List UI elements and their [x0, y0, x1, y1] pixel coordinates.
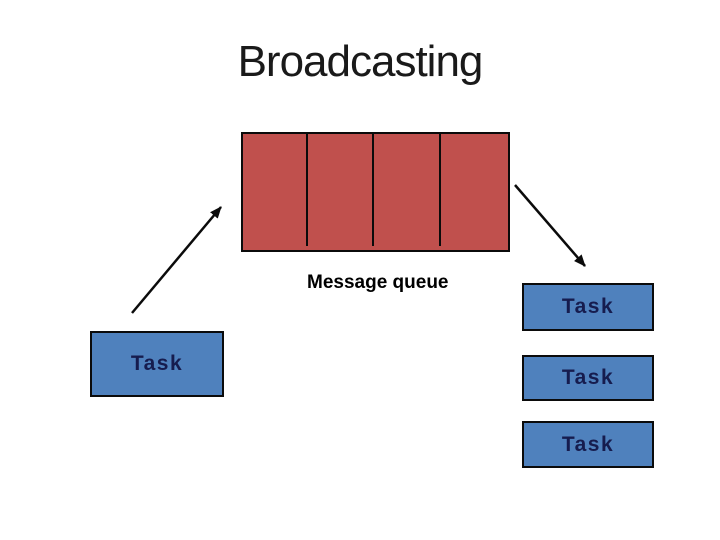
task-label: Task [561, 366, 615, 389]
arrow-task-to-queue [131, 206, 222, 314]
task-box-right-2: Task [522, 355, 654, 401]
task-label: Task [561, 432, 615, 456]
message-queue-label: Message queue [307, 272, 449, 293]
task-label: Task [130, 352, 184, 375]
queue-segment-divider [372, 134, 374, 246]
task-label: Task [561, 295, 615, 318]
slide-title: Broadcasting [237, 37, 484, 86]
queue-segment-divider [439, 134, 441, 246]
task-box-right-3: Task [522, 421, 654, 468]
task-box-right-1: Task [522, 283, 654, 331]
message-queue-box [241, 132, 510, 252]
arrow-queue-to-task [514, 184, 586, 267]
task-box-left: Task [90, 331, 224, 397]
queue-segment-divider [306, 134, 308, 246]
